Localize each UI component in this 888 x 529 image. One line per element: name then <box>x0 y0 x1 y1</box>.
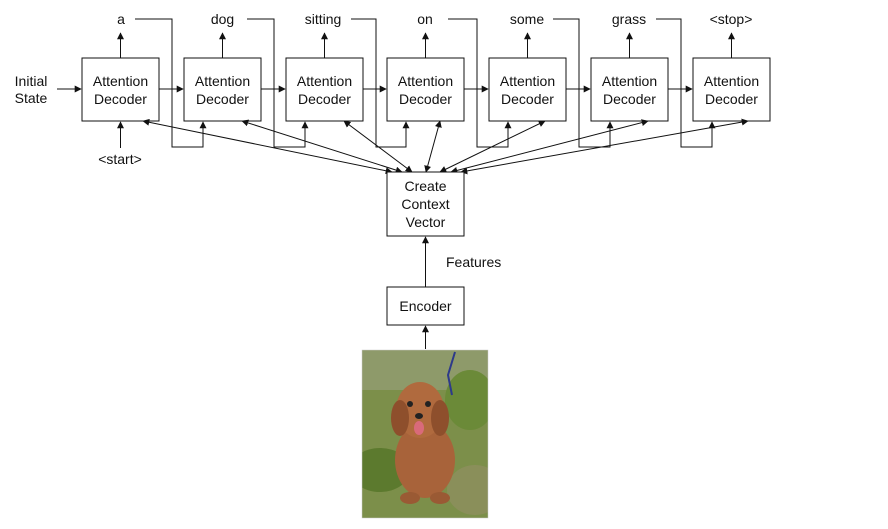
decoder-box-4: Attention Decoder <box>386 57 465 122</box>
encoder-box: Encoder <box>386 286 465 326</box>
output-word-4: on <box>417 11 433 27</box>
features-label: Features <box>446 254 501 270</box>
decoder-box-5: Attention Decoder <box>488 57 567 122</box>
output-word-2: dog <box>211 11 234 27</box>
encoder-label: Encoder <box>399 298 451 314</box>
decoder-label-5b: Decoder <box>501 91 554 107</box>
decoder-box-6: Attention Decoder <box>590 57 669 122</box>
decoder-label-7b: Decoder <box>705 91 758 107</box>
decoder-label-7a: Attention <box>704 73 759 89</box>
context-label-1: Create <box>404 178 446 194</box>
output-arrows <box>117 32 735 58</box>
dog-photo <box>362 350 488 518</box>
output-word-1: a <box>117 11 125 27</box>
decoder-label-2a: Attention <box>195 73 250 89</box>
decoder-label-5a: Attention <box>500 73 555 89</box>
output-word-7: <stop> <box>710 11 753 27</box>
context-label-3: Vector <box>406 214 446 230</box>
decoder-label-3a: Attention <box>297 73 352 89</box>
initial-state-label-line1: Initial <box>15 73 48 89</box>
output-word-6: grass <box>612 11 646 27</box>
decoder-label-6a: Attention <box>602 73 657 89</box>
decoder-label-3b: Decoder <box>298 91 351 107</box>
initial-state-label-line2: State <box>15 90 48 106</box>
start-token-label: <start> <box>98 151 142 167</box>
output-word-5: some <box>510 11 544 27</box>
decoder-box-2: Attention Decoder <box>183 57 262 122</box>
decoder-box-3: Attention Decoder <box>285 57 364 122</box>
decoder-label-4a: Attention <box>398 73 453 89</box>
decoder-label-6b: Decoder <box>603 91 656 107</box>
decoder-box-1: Attention Decoder <box>81 57 160 122</box>
decoder-label-1a: Attention <box>93 73 148 89</box>
context-vector-box: Create Context Vector <box>386 171 465 237</box>
output-word-3: sitting <box>305 11 342 27</box>
decoder-label-4b: Decoder <box>399 91 452 107</box>
attention-arrows <box>142 118 749 175</box>
decoder-label-2b: Decoder <box>196 91 249 107</box>
decoder-box-7: Attention Decoder <box>692 57 771 122</box>
context-label-2: Context <box>401 196 449 212</box>
decoder-label-1b: Decoder <box>94 91 147 107</box>
